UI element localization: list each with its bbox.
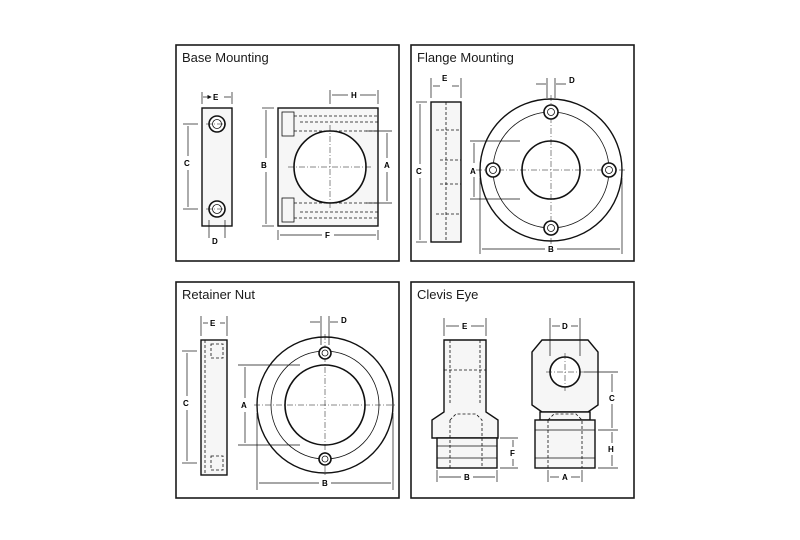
dim-label-d: D <box>569 76 575 85</box>
dim-label-b: B <box>548 245 554 254</box>
dim-label-d: D <box>562 322 568 331</box>
panel-title: Flange Mounting <box>417 50 514 65</box>
retainer-side-view: E C <box>182 316 228 476</box>
dim-label-h: H <box>608 445 614 454</box>
panel-frame <box>410 281 635 499</box>
dim-label-h: H <box>351 91 357 100</box>
dim-label-e: E <box>213 93 219 102</box>
retainer-front-view: D A B <box>238 316 396 490</box>
dim-label-a: A <box>241 401 247 410</box>
flange-side-view: E C <box>416 74 462 243</box>
panel-flange-mounting: Flange Mounting E C <box>410 44 635 262</box>
base-front-view: H B A F <box>261 90 392 240</box>
dim-label-c: C <box>184 159 190 168</box>
base-side-view: E C D <box>183 92 233 246</box>
panel-clevis-eye: Clevis Eye E F B <box>410 281 635 499</box>
dim-label-e: E <box>210 319 216 328</box>
panel-title: Clevis Eye <box>417 287 478 302</box>
dim-label-b: B <box>261 161 267 170</box>
dim-label-c: C <box>183 399 189 408</box>
panel-title: Base Mounting <box>182 50 269 65</box>
dim-label-f: F <box>325 231 330 240</box>
clevis-front-view: D C H A <box>531 318 618 482</box>
dim-label-c: C <box>609 394 615 403</box>
flange-front-view: D A B <box>470 76 626 254</box>
clevis-side-view: E F B <box>431 318 518 482</box>
panel-frame <box>410 44 635 262</box>
dim-label-c: C <box>416 167 422 176</box>
panel-frame <box>175 44 400 262</box>
dim-label-b: B <box>464 473 470 482</box>
panel-retainer-nut: Retainer Nut E C <box>175 281 400 499</box>
dim-label-f: F <box>510 449 515 458</box>
dim-label-a: A <box>562 473 568 482</box>
panel-base-mounting: Base Mounting E C D <box>175 44 400 262</box>
dim-label-d: D <box>341 316 347 325</box>
dim-label-b: B <box>322 479 328 488</box>
dim-label-d: D <box>212 237 218 246</box>
dim-label-a: A <box>470 167 476 176</box>
dim-label-e: E <box>462 322 468 331</box>
dim-label-e: E <box>442 74 448 83</box>
panel-title: Retainer Nut <box>182 287 255 302</box>
panel-frame <box>175 281 400 499</box>
dim-label-a: A <box>384 161 390 170</box>
